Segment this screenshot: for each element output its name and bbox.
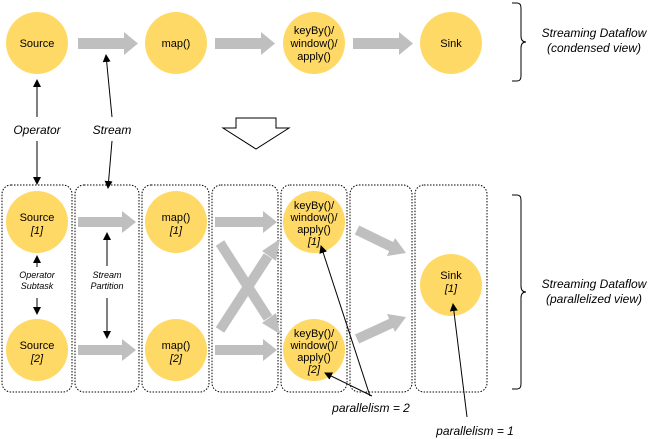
source-subtask-label: Source: [20, 212, 55, 224]
apply-label: apply(): [297, 224, 331, 236]
partition-arrow: [78, 211, 136, 233]
sink-subtask-index: [1]: [444, 283, 458, 295]
stream-partition-label: Stream: [92, 270, 122, 280]
keyby-subtask-index: [1]: [307, 236, 321, 248]
stream-column: [349, 184, 413, 393]
subtask-column: [414, 184, 488, 393]
operator-subtask-label: Subtask: [21, 281, 54, 291]
stream-column: [74, 184, 140, 393]
sink-subtask-label: Sink: [440, 270, 462, 282]
source-subtask-1: [6, 191, 68, 253]
source-subtask-index: [2]: [30, 353, 44, 365]
condensed-stream-arrow: [353, 32, 413, 55]
window-label: window()/: [289, 212, 338, 224]
partition-cross-arrow: [215, 240, 280, 334]
condensed-stream-arrow: [78, 32, 138, 55]
parallel-view-subtitle: (parallelized view): [546, 292, 642, 306]
condensed-view-title: Streaming Dataflow: [542, 26, 648, 40]
transform-down-arrow: [221, 117, 291, 150]
map-subtask-2: [145, 319, 207, 381]
map-subtask-label: map(): [162, 340, 191, 352]
condensed-stream-arrow: [215, 32, 275, 55]
map-subtask-label: map(): [162, 212, 191, 224]
map-node: [145, 12, 207, 74]
window-label: window()/: [289, 38, 338, 50]
stream-column: [211, 184, 279, 393]
apply-label: apply(): [297, 352, 331, 364]
map-subtask-index: [2]: [169, 353, 183, 365]
keyby-label: keyBy()/: [294, 328, 335, 340]
keyby-subtask-2: [283, 319, 345, 381]
parallel-brace: [512, 194, 527, 390]
sink-node: [420, 12, 482, 74]
partition-arrow: [354, 314, 406, 344]
operator-label: Operator: [13, 123, 61, 137]
parallelism-2-label: parallelism = 2: [331, 401, 410, 415]
keyby-label: keyBy()/: [294, 25, 335, 37]
operator-annotation: Operator: [13, 79, 62, 185]
parallel-view-title: Streaming Dataflow: [542, 277, 648, 291]
subtask-column: [280, 184, 348, 393]
parallel-view: Source [1] Source [2] map() [1] map() [2…: [1, 184, 648, 438]
partition-arrow: [215, 211, 277, 233]
condensed-view-subtitle: (condensed view): [547, 41, 641, 55]
apply-label: apply(): [297, 51, 331, 63]
parallelism-1-label: parallelism = 1: [435, 424, 514, 438]
map-node-label: map(): [162, 38, 191, 50]
sink-node-label: Sink: [440, 38, 462, 50]
keyby-label: keyBy()/: [294, 200, 335, 212]
operator-subtask-label: Operator: [19, 270, 56, 280]
source-subtask-index: [1]: [30, 225, 44, 237]
stream-annotation: Stream: [93, 54, 132, 189]
window-label: window()/: [289, 340, 338, 352]
subtask-column: [1, 184, 73, 393]
sink-subtask-1: [420, 254, 482, 316]
source-subtask-2: [6, 319, 68, 381]
stream-partition-label: Partition: [90, 281, 123, 291]
keyby-subtask-1: [283, 191, 345, 253]
partition-arrow: [78, 339, 136, 361]
keyby-subtask-index: [2]: [307, 364, 321, 376]
condensed-brace: [512, 2, 527, 82]
keyby-window-apply-node: [283, 12, 345, 74]
source-node: [6, 12, 68, 74]
partition-cross-arrow: [215, 239, 280, 333]
condensed-view: Source map() keyBy()/ window()/ apply() …: [6, 2, 648, 82]
source-subtask-label: Source: [20, 340, 55, 352]
source-node-label: Source: [20, 38, 55, 50]
subtask-column: [141, 184, 210, 393]
partition-arrow: [354, 225, 406, 256]
map-subtask-1: [145, 191, 207, 253]
stream-label: Stream: [93, 123, 132, 137]
partition-arrow: [215, 339, 277, 361]
map-subtask-index: [1]: [169, 225, 183, 237]
